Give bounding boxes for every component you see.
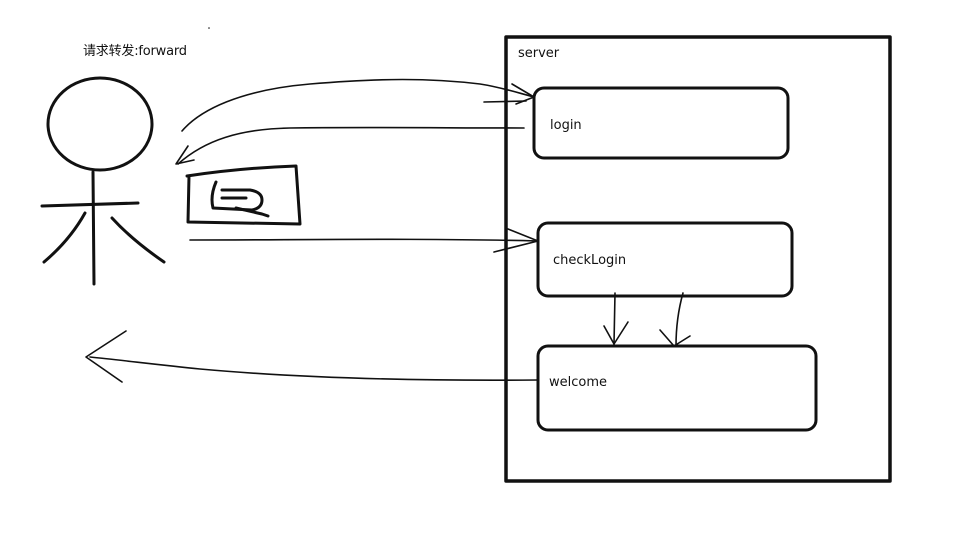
login-node-box xyxy=(532,86,790,160)
checklogin-node-box xyxy=(536,221,794,298)
stray-dot xyxy=(208,27,210,29)
server-label: server xyxy=(518,46,560,61)
server-box xyxy=(504,35,892,483)
welcome-node-box xyxy=(536,344,818,432)
stick-figure-user-icon xyxy=(40,76,166,286)
login-node-label: login xyxy=(550,118,582,133)
request-login-arrow xyxy=(181,78,535,132)
welcome-response-arrow xyxy=(85,330,539,383)
welcome-node-label: welcome xyxy=(549,375,608,390)
login-response-arrow xyxy=(175,126,525,165)
checklogin-node-label: checkLogin xyxy=(553,253,627,268)
form-page-icon xyxy=(185,164,302,226)
submit-checklogin-arrow xyxy=(189,228,539,253)
forward-arrows xyxy=(603,292,691,347)
diagram-title: 请求转发:forward xyxy=(83,44,187,59)
